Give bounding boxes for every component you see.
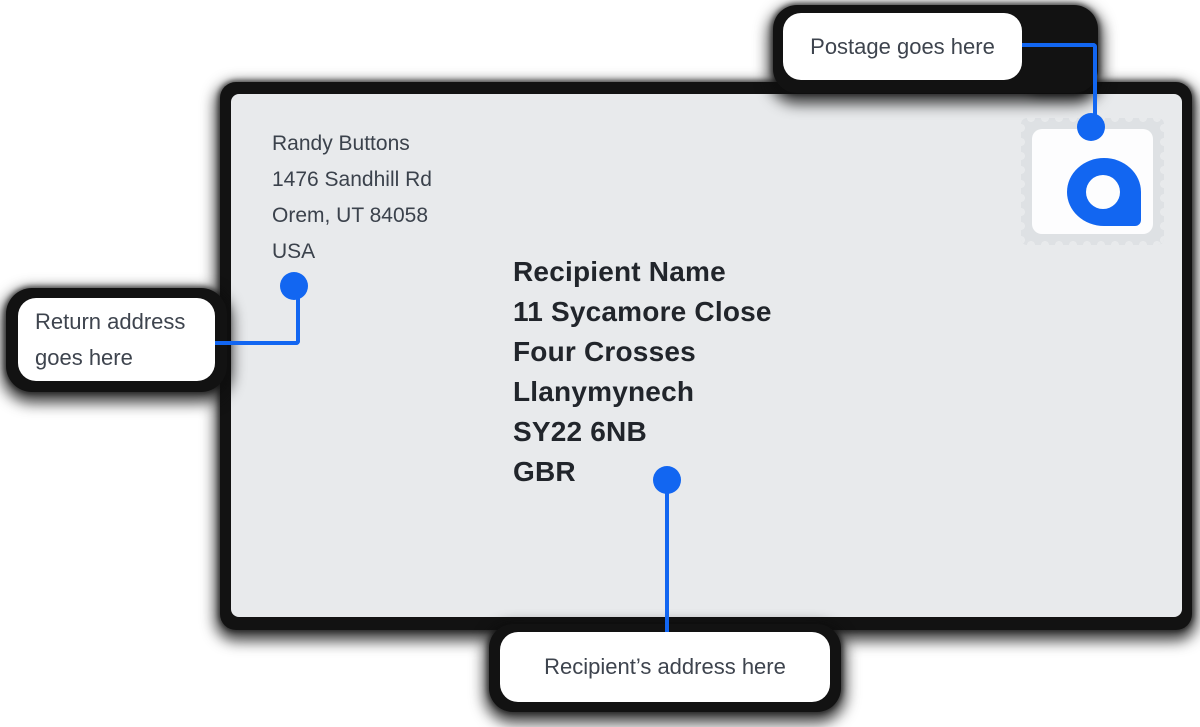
recipient-address-line: Llanymynech xyxy=(513,376,695,407)
recipient-address-line: 11 Sycamore Close xyxy=(513,296,772,327)
recipient-address-line: SY22 6NB xyxy=(513,416,647,447)
recipient-callout-text: Recipient’s address here xyxy=(544,654,786,679)
brand-pin-logo-icon xyxy=(1067,158,1141,226)
recipient-connector-dot xyxy=(653,466,681,494)
return-address-block: Randy Buttons 1476 Sandhill Rd Orem, UT … xyxy=(272,126,432,270)
return-address-callout-label: Return address goes here xyxy=(18,298,215,381)
postage-stamp xyxy=(1021,118,1164,245)
return-address-line: Randy Buttons xyxy=(272,132,410,155)
postage-callout-label: Postage goes here xyxy=(783,13,1022,80)
return-address-line: Orem, UT 84058 xyxy=(272,204,429,227)
postage-stamp-inner xyxy=(1032,129,1153,234)
recipient-address-line: Recipient Name xyxy=(513,256,726,287)
postage-connector-line xyxy=(1022,43,1097,132)
return-address-line: 1476 Sandhill Rd xyxy=(272,168,432,191)
recipient-callout-label: Recipient’s address here xyxy=(500,632,830,702)
return-connector-dot xyxy=(280,272,308,300)
postage-connector-dot xyxy=(1077,113,1105,141)
return-address-callout-text: Return address goes here xyxy=(35,308,186,370)
recipient-address-line: GBR xyxy=(513,456,576,487)
postage-callout-text: Postage goes here xyxy=(810,33,995,59)
brand-pin-logo-hole xyxy=(1085,175,1120,209)
return-address-line: USA xyxy=(272,240,316,263)
recipient-address-line: Four Crosses xyxy=(513,336,696,367)
return-connector-line xyxy=(215,286,300,345)
recipient-connector-line xyxy=(665,480,669,635)
recipient-address-block: Recipient Name 11 Sycamore Close Four Cr… xyxy=(513,252,772,492)
